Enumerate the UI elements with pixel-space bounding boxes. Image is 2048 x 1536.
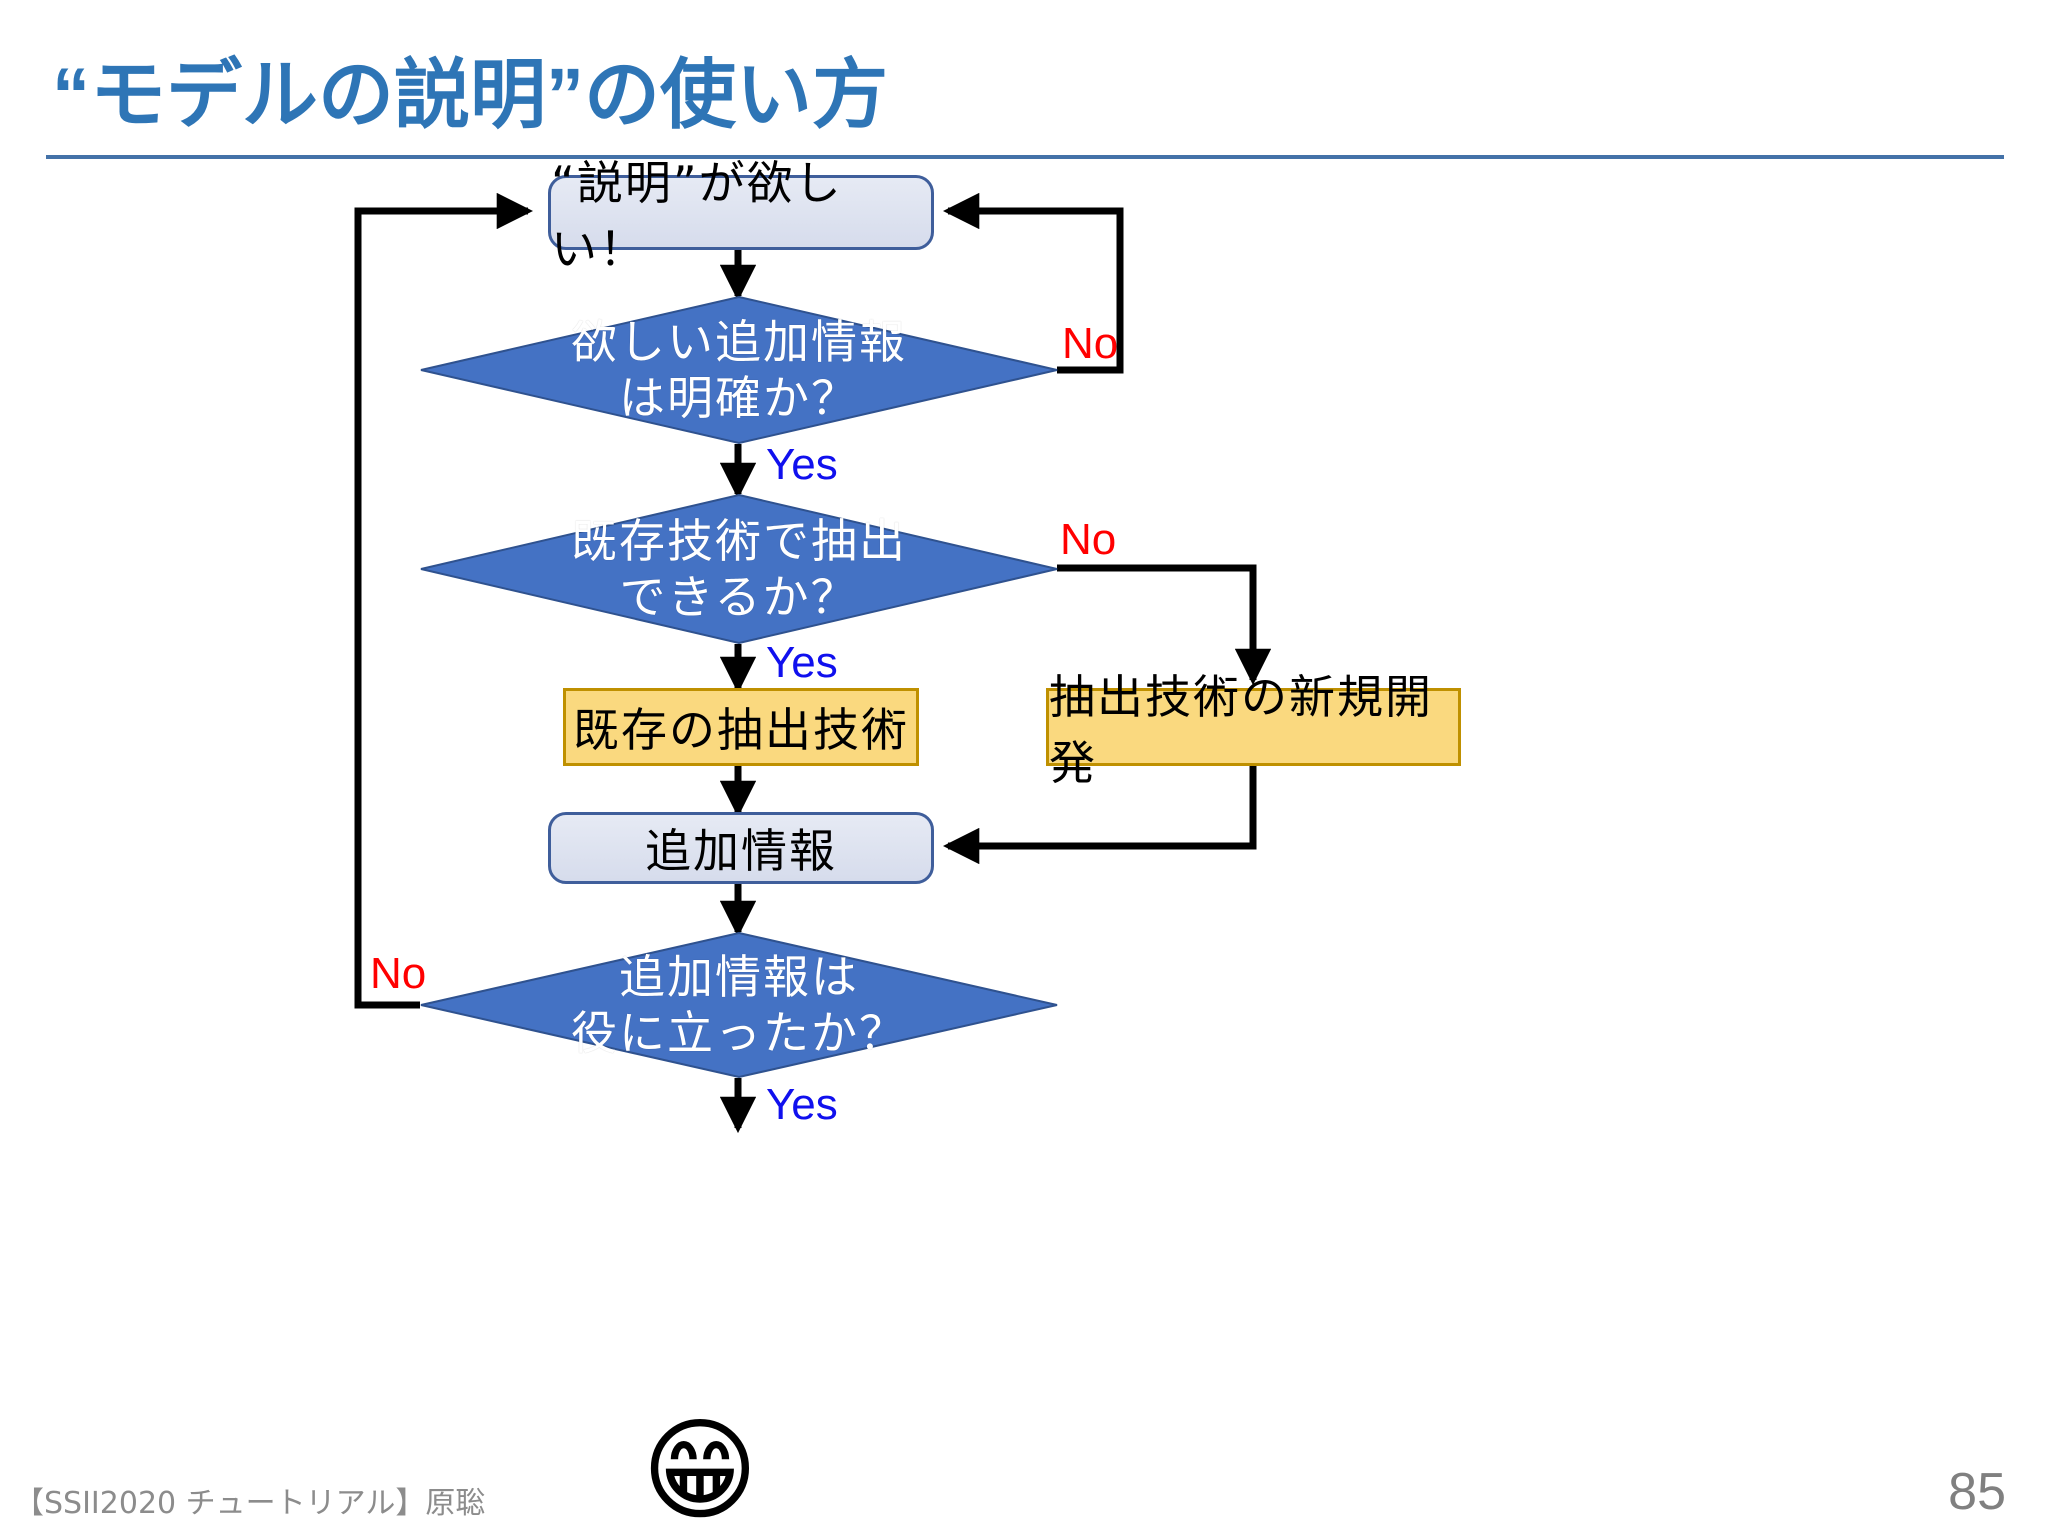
node-start[interactable]: “説明”が欲しい！ — [548, 156, 934, 276]
edge-label-decision3-yes: Yes — [766, 1080, 838, 1129]
title-divider — [46, 155, 2004, 159]
node-additional-info-label: 追加情報 — [645, 824, 837, 878]
diamond-shape-1 — [420, 296, 1058, 444]
node-decision1-label: 欲しい追加情報 は明確か？ — [420, 296, 1058, 444]
diamond-shape-3 — [420, 932, 1058, 1078]
node-action-new-development[interactable]: 抽出技術の新規開発 — [1046, 670, 1461, 790]
node-action-new-label: 抽出技術の新規開発 — [1049, 670, 1433, 790]
decision3-line2: 役に立ったか？ — [571, 1006, 907, 1060]
slide-footer: 【SSII2020 チュートリアル】原聡 — [14, 1486, 486, 1521]
diamond-shape-2 — [420, 494, 1058, 644]
node-decision-clear-info[interactable]: 欲しい追加情報 は明確か？ — [420, 296, 1058, 444]
node-start-label: “説明”が欲しい！ — [551, 155, 843, 276]
node-decision-was-useful[interactable]: 追加情報は 役に立ったか？ — [420, 932, 1058, 1078]
node-action-existing-label: 既存の抽出技術 — [573, 703, 909, 757]
edge-label-decision2-no: No — [1060, 515, 1117, 564]
decision2-line2: できるか？ — [619, 570, 859, 624]
node-decision3-label: 追加情報は 役に立ったか？ — [420, 932, 1058, 1078]
page-title: “モデルの説明”の使い方 — [52, 53, 888, 138]
edge-label-decision2-yes: Yes — [766, 638, 838, 687]
edge-label-decision3-no: No — [370, 949, 427, 998]
smiling-face-icon: 😁 — [641, 1406, 759, 1536]
edge-label-decision1-no: No — [1062, 319, 1119, 368]
decision2-line1: 既存技術で抽出 — [571, 513, 907, 568]
decision3-line1: 追加情報は — [619, 949, 859, 1004]
node-decision2-label: 既存技術で抽出 できるか？ — [420, 494, 1058, 644]
node-decision-existing-tech[interactable]: 既存技術で抽出 できるか？ — [420, 494, 1058, 644]
decision1-line2: は明確か？ — [619, 371, 859, 425]
page-number: 85 — [1948, 1463, 2006, 1521]
node-additional-info[interactable]: 追加情報 — [548, 812, 934, 884]
node-action-existing-extraction[interactable]: 既存の抽出技術 — [563, 688, 919, 766]
edge-label-decision1-yes: Yes — [766, 440, 838, 489]
decision1-line1: 欲しい追加情報 — [571, 314, 907, 369]
